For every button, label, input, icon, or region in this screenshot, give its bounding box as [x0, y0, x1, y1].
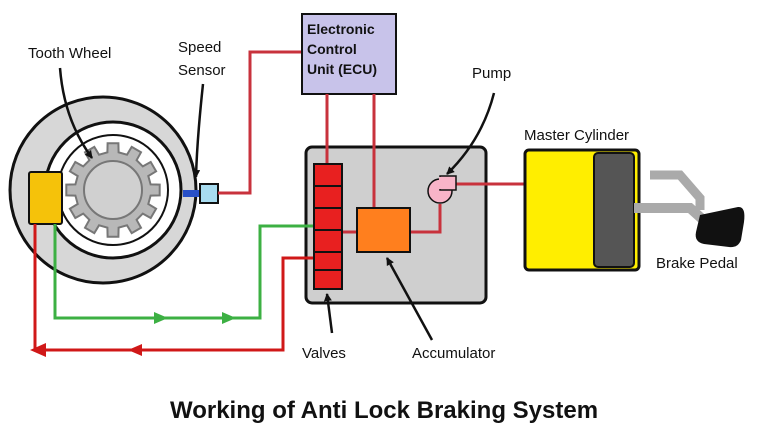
pump-pointer	[446, 92, 496, 175]
label-speed-sensor-line1: Speed	[178, 39, 221, 56]
speed-sensor-pointer	[192, 83, 205, 178]
ecu-control-wires	[325, 94, 376, 208]
green-return-line	[53, 224, 315, 324]
master-cylinder-piston	[593, 152, 635, 268]
label-brake-pedal: Brake Pedal	[656, 255, 738, 272]
accumulator	[356, 207, 411, 253]
tooth-wheel-pointer	[58, 67, 94, 159]
master-cylinder	[523, 148, 641, 272]
red-brake-line	[30, 224, 315, 357]
speed-sensor-body	[199, 183, 219, 204]
brake-pedal-pad	[695, 206, 745, 248]
label-valves: Valves	[302, 345, 346, 362]
sensor-ecu-wire	[218, 50, 302, 195]
accumulator-pointer	[385, 257, 434, 341]
diagram-title: Working of Anti Lock Braking System	[170, 397, 598, 424]
label-speed-sensor-line2: Sensor	[178, 62, 226, 79]
wheel-caliper	[28, 171, 63, 225]
tooth-wheel-center	[83, 160, 143, 220]
label-tooth-wheel: Tooth Wheel	[28, 45, 111, 62]
label-master-cylinder: Master Cylinder	[524, 127, 629, 144]
label-accumulator: Accumulator	[412, 345, 495, 362]
speed-sensor-probe	[183, 190, 201, 197]
brake-pedal	[634, 170, 745, 248]
ecu: Electronic Control Unit (ECU)	[301, 13, 397, 95]
label-pump: Pump	[472, 65, 511, 82]
pointer-lines	[58, 67, 496, 341]
internal-lines	[342, 182, 525, 234]
valves-pointer	[323, 293, 334, 334]
ecu-box	[301, 13, 397, 95]
ecu-label-line3: Unit (ECU)	[307, 61, 377, 77]
valves-body	[313, 163, 343, 290]
valves-stack	[313, 163, 343, 290]
pump	[427, 175, 457, 204]
brake-disc	[8, 95, 198, 285]
ecu-label-line1: Electronic	[307, 21, 375, 37]
ecu-label-line2: Control	[307, 41, 357, 57]
